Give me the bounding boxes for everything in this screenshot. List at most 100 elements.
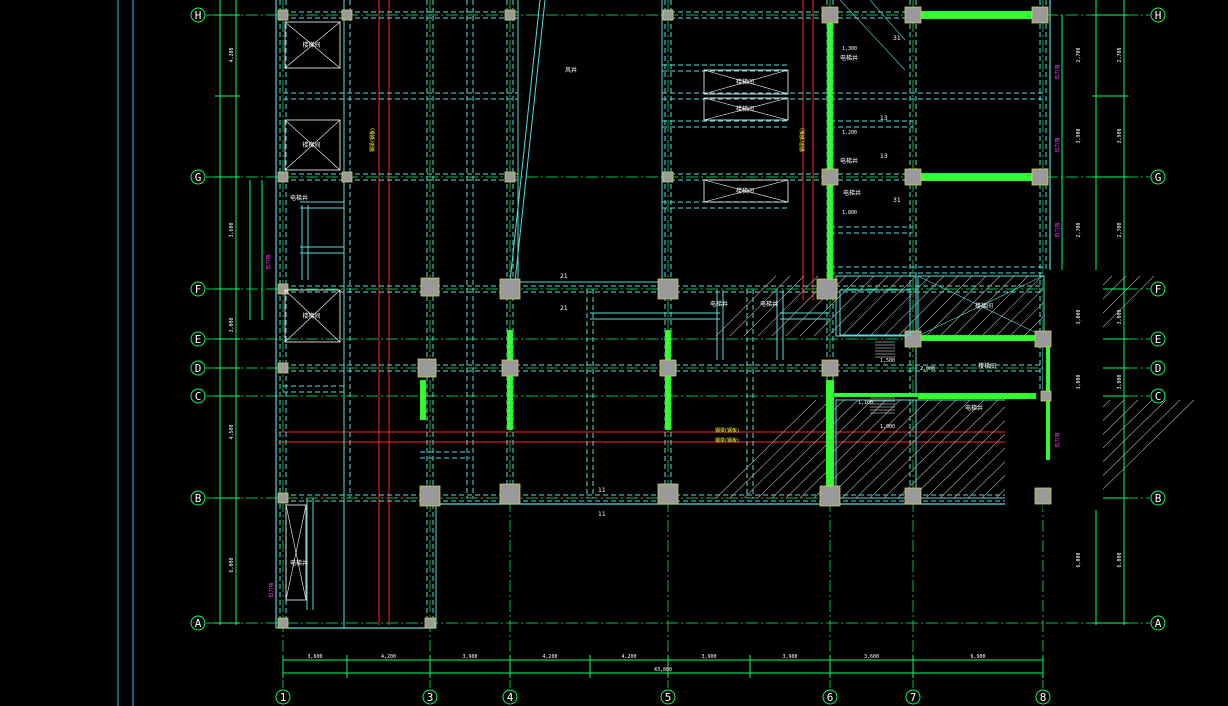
- dim-mark-text: 2,000: [920, 366, 935, 372]
- left-dim-text: 3,000: [229, 317, 235, 332]
- axis-bubble-label: A: [195, 617, 202, 630]
- hatch-line: [925, 275, 987, 337]
- room-label: 风井: [565, 66, 577, 74]
- room-mark: 21: [560, 305, 568, 312]
- dim-mark-text: 1,500: [880, 358, 895, 364]
- column: [659, 359, 677, 377]
- column: [420, 277, 440, 297]
- column: [424, 617, 436, 629]
- room-mark: 11: [598, 511, 606, 518]
- axis-bubble-label: A: [1155, 617, 1162, 630]
- axis-bubble-label: B: [195, 492, 202, 505]
- axis-bubble: E: [1150, 331, 1166, 347]
- room-label: 楼梯间: [736, 187, 754, 195]
- shear-wall-note: 剪力墙: [268, 582, 275, 597]
- room-cross: [703, 69, 789, 95]
- room-cross: [285, 504, 307, 601]
- hatch-line: [785, 399, 887, 499]
- column: [1031, 168, 1049, 186]
- axis-bubble-circle: [1150, 388, 1166, 404]
- room-label: 电梯井: [840, 54, 858, 62]
- bottom-dim-text: 6,900: [970, 654, 985, 660]
- shear-wall-note: 剪力墙: [1054, 64, 1061, 79]
- steel-beam-note: 钢梁(钢板): [369, 128, 376, 152]
- axis-bubble-label: 3: [427, 691, 434, 704]
- axis-bubble-label: G: [1155, 171, 1162, 184]
- column: [821, 168, 839, 186]
- bottom-total-dim: 43,800: [654, 667, 672, 673]
- axis-bubble: C: [1150, 388, 1166, 404]
- room-box: [703, 179, 789, 203]
- shear-wall-note: 剪力墙: [1054, 137, 1061, 152]
- left-dim-text: 4,200: [229, 47, 235, 62]
- bottom-dim-text: 3,600: [864, 654, 879, 660]
- column: [504, 171, 516, 183]
- room-label: 电梯井: [710, 300, 728, 308]
- column: [904, 168, 922, 186]
- shear-wall: [917, 172, 1037, 182]
- hatch-line: [1093, 399, 1195, 499]
- room-label: 电梯井: [840, 157, 858, 165]
- shear-wall: [826, 19, 834, 171]
- axis-bubble: 5: [660, 689, 676, 705]
- axis-bubble-circle: [660, 689, 676, 705]
- column: [662, 171, 674, 183]
- hatch-box: [835, 399, 917, 499]
- axis-bubble: H: [190, 7, 206, 23]
- right-dim-text: 3,000: [1117, 374, 1123, 389]
- cross-line: [917, 275, 1044, 337]
- axis-bubble-circle: [190, 169, 206, 185]
- room-box: [703, 97, 789, 121]
- axis-bubble-circle: [1150, 169, 1166, 185]
- column: [277, 283, 289, 295]
- axis-bubble: F: [1150, 281, 1166, 297]
- room-box: [284, 119, 341, 171]
- room-label: 电梯井: [760, 300, 778, 308]
- right-sub-dim-text: 3,000: [1076, 374, 1082, 389]
- column: [821, 359, 839, 377]
- column: [1034, 487, 1052, 505]
- axis-bubble-label: G: [195, 171, 202, 184]
- axis-bubble: A: [1150, 615, 1166, 631]
- shear-wall: [917, 10, 1037, 20]
- right-sub-dim-text: 3,000: [1076, 309, 1082, 324]
- dim-mark-text: 1,100: [858, 400, 873, 406]
- hatch-line: [827, 399, 929, 499]
- room-box: [284, 21, 341, 69]
- column: [816, 278, 838, 300]
- axis-bubble-circle: [190, 331, 206, 347]
- room-label: 楼梯间: [978, 362, 996, 370]
- hatch-line: [827, 275, 889, 337]
- axis-bubble-label: C: [1155, 390, 1162, 403]
- diag: [869, 0, 906, 41]
- shear-walls: [419, 10, 1051, 499]
- axis-bubble-circle: [822, 689, 838, 705]
- room-box: [703, 69, 789, 95]
- hatch-line: [1093, 275, 1155, 337]
- axis-bubble-circle: [1150, 331, 1166, 347]
- room-cross: [284, 21, 341, 69]
- column: [499, 278, 521, 300]
- axis-bubble-circle: [1150, 7, 1166, 23]
- left-dim-text: 4,500: [229, 424, 235, 439]
- column: [1034, 330, 1052, 348]
- shear-wall: [506, 329, 514, 431]
- steel-beam-note: 钢梁(钢板): [799, 128, 806, 152]
- hatch-line: [897, 275, 959, 337]
- shear-wall: [833, 392, 919, 398]
- hatch-line: [981, 275, 1043, 337]
- room-label: 楼梯间: [736, 78, 754, 86]
- column: [904, 6, 922, 24]
- hatch-line: [911, 275, 973, 337]
- axis-bubble-circle: [1150, 615, 1166, 631]
- right-dim-text: 3,900: [1117, 128, 1123, 143]
- axis-bubble: B: [190, 490, 206, 506]
- axis-bubble: 8: [1035, 689, 1051, 705]
- axis-bubble: G: [190, 169, 206, 185]
- axis-bubble-label: C: [195, 390, 202, 403]
- axis-bubble: 1: [275, 689, 291, 705]
- columns: [277, 6, 1052, 629]
- axis-bubble-circle: [905, 689, 921, 705]
